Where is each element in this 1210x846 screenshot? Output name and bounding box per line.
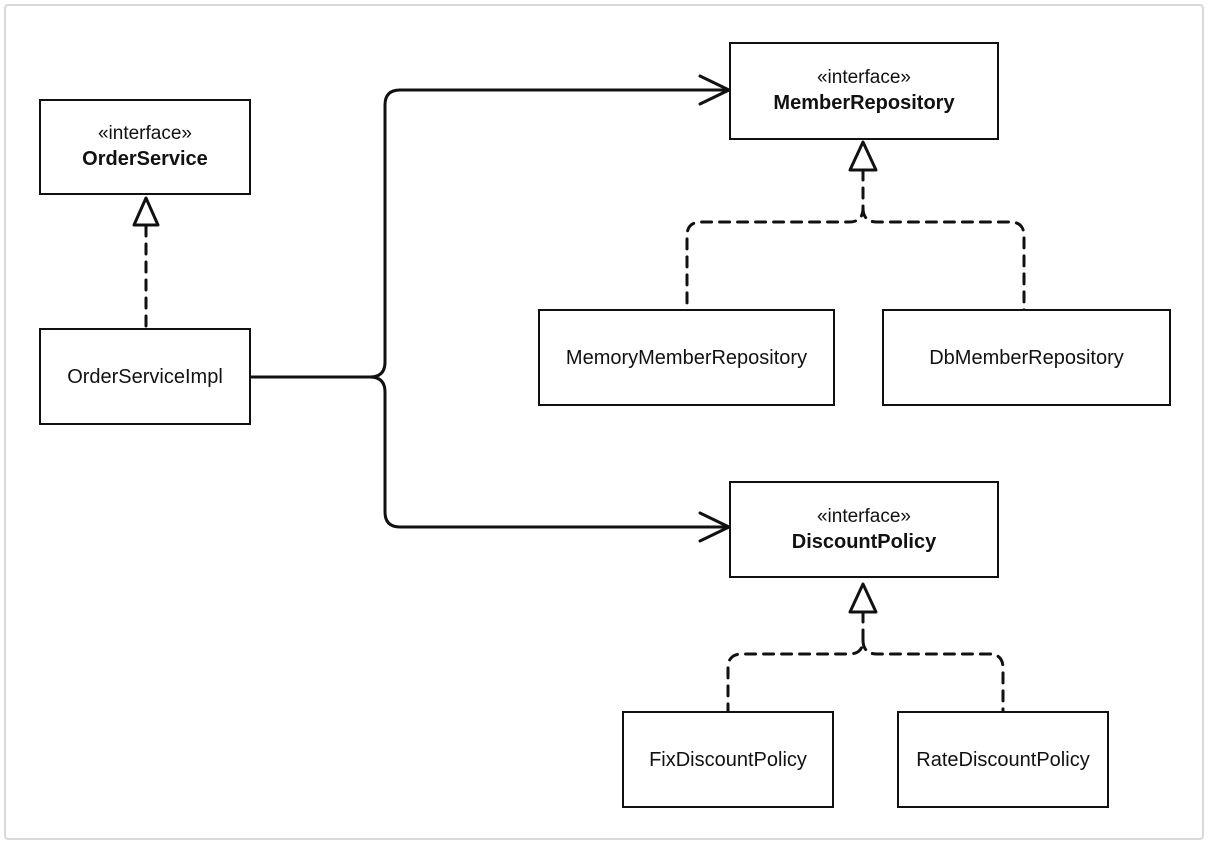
fix-discount-policy-name: FixDiscountPolicy (649, 748, 807, 771)
rate-discount-policy-name: RateDiscountPolicy (916, 748, 1090, 771)
triangle-memberrepository (848, 140, 878, 172)
order-service-impl-name: OrderServiceImpl (67, 365, 223, 388)
order-service-stereotype: «interface» (97, 123, 192, 144)
triangle-discountpolicy (848, 582, 878, 614)
member-repository-stereotype: «interface» (816, 67, 911, 88)
edge-tree-discountpolicy (726, 610, 1005, 714)
memory-member-repository-box: MemoryMemberRepository (538, 309, 835, 406)
edge-tree-memberrepository (685, 168, 1026, 312)
edge-impl-to-discountpolicy (368, 375, 727, 529)
edge-impl-to-memberrepository (248, 88, 727, 379)
memory-member-repository-name: MemoryMemberRepository (565, 346, 808, 369)
rate-discount-policy-box: RateDiscountPolicy (897, 711, 1109, 808)
order-service-name: OrderService (82, 148, 208, 170)
member-repository-name: MemberRepository (773, 92, 955, 114)
triangle-orderservice (132, 196, 160, 227)
order-service-impl-box: OrderServiceImpl (39, 328, 251, 425)
discount-policy-box: «interface» DiscountPolicy (729, 481, 999, 578)
member-repository-box: «interface» MemberRepository (729, 42, 999, 140)
order-service-box: «interface» OrderService (39, 99, 251, 195)
db-member-repository-box: DbMemberRepository (882, 309, 1171, 406)
discount-policy-stereotype: «interface» (816, 505, 911, 527)
fix-discount-policy-box: FixDiscountPolicy (622, 711, 834, 808)
db-member-repository-name: DbMemberRepository (929, 346, 1124, 369)
discount-policy-name: DiscountPolicy (791, 530, 937, 553)
